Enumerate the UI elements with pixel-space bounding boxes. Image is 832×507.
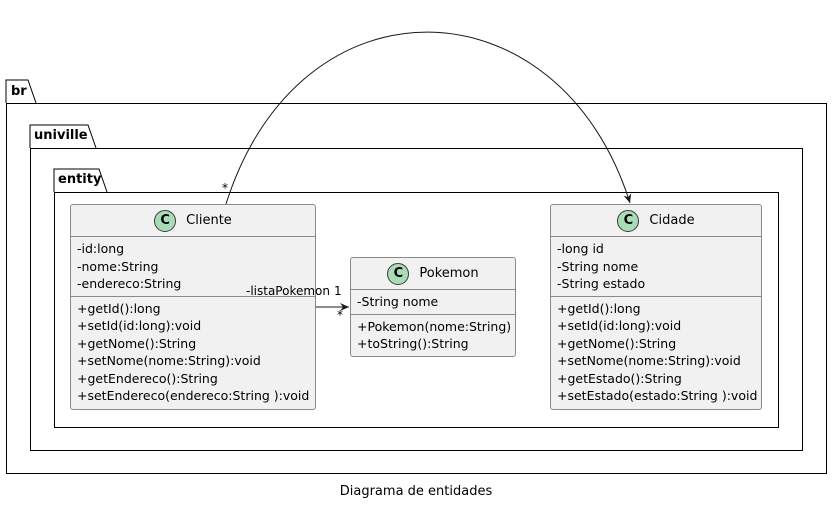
class-pokemon-name: Pokemon [419,266,479,281]
method: +getEndereco():String [77,370,218,386]
cliente-cidade-association [225,31,632,205]
role-label-listapokemon: -listaPokemon [246,284,330,298]
attribute: -nome:String [77,258,159,274]
class-cidade-methods: +getId():long +setId(id:long):void +getN… [551,295,761,408]
method: +Pokemon(nome:String) [357,318,512,334]
multiplicity-cliente-cidade: * [222,181,228,195]
class-pokemon-attributes: -String nome [351,290,515,314]
method: +setId(id:long):void [557,318,682,333]
method: +toString():String [357,336,469,351]
class-cliente-attributes: -id:long -nome:String -endereco:String [71,237,315,296]
class-cliente[interactable]: C Cliente -id:long -nome:String -enderec… [70,204,316,410]
package-univille-label: univille [34,128,88,143]
attribute: -String estado [557,276,646,291]
class-pokemon-header: C Pokemon [351,258,515,290]
method: +setNome(nome:String):void [557,353,741,368]
method: +setId(id:long):void [77,318,202,333]
method: +setEndereco(endereco:String ):void [77,388,310,403]
method: +getNome():String [557,335,677,351]
class-cidade-header: C Cidade [551,205,761,237]
class-cidade-name: Cidade [649,213,695,228]
class-pokemon[interactable]: C Pokemon -String nome +Pokemon(nome:Str… [350,257,516,357]
package-entity-label: entity [58,172,102,187]
diagram-caption: Diagrama de entidades [339,484,493,499]
package-br-label: br [11,84,27,99]
multiplicity-source: 1 [334,284,342,298]
class-circle-icon: C [154,209,177,232]
class-circle-icon: C [387,262,410,285]
multiplicity-target: * [337,308,343,322]
method: +setEstado(estado:String ):void [557,388,758,403]
class-cidade-attributes: -long id -String nome -String estado [551,237,761,296]
attribute: -String nome [357,294,439,309]
method: +getEstado():String [557,370,682,386]
method: +getNome():String [77,335,197,351]
class-cliente-methods: +getId():long +setId(id:long):void +getN… [71,295,315,408]
class-circle-icon: C [617,209,640,232]
class-cliente-name: Cliente [186,213,232,228]
attribute: -String nome [557,258,639,274]
method: +setNome(nome:String):void [77,353,261,368]
attribute: -endereco:String [77,276,182,291]
attribute: -id:long [77,241,125,256]
attribute: -long id [557,241,604,256]
method: +getId():long [77,300,161,316]
class-cidade[interactable]: C Cidade -long id -String nome -String e… [550,204,762,410]
class-pokemon-methods: +Pokemon(nome:String) +toString():String [351,313,515,356]
method: +getId():long [557,300,641,316]
class-cliente-header: C Cliente [71,205,315,237]
